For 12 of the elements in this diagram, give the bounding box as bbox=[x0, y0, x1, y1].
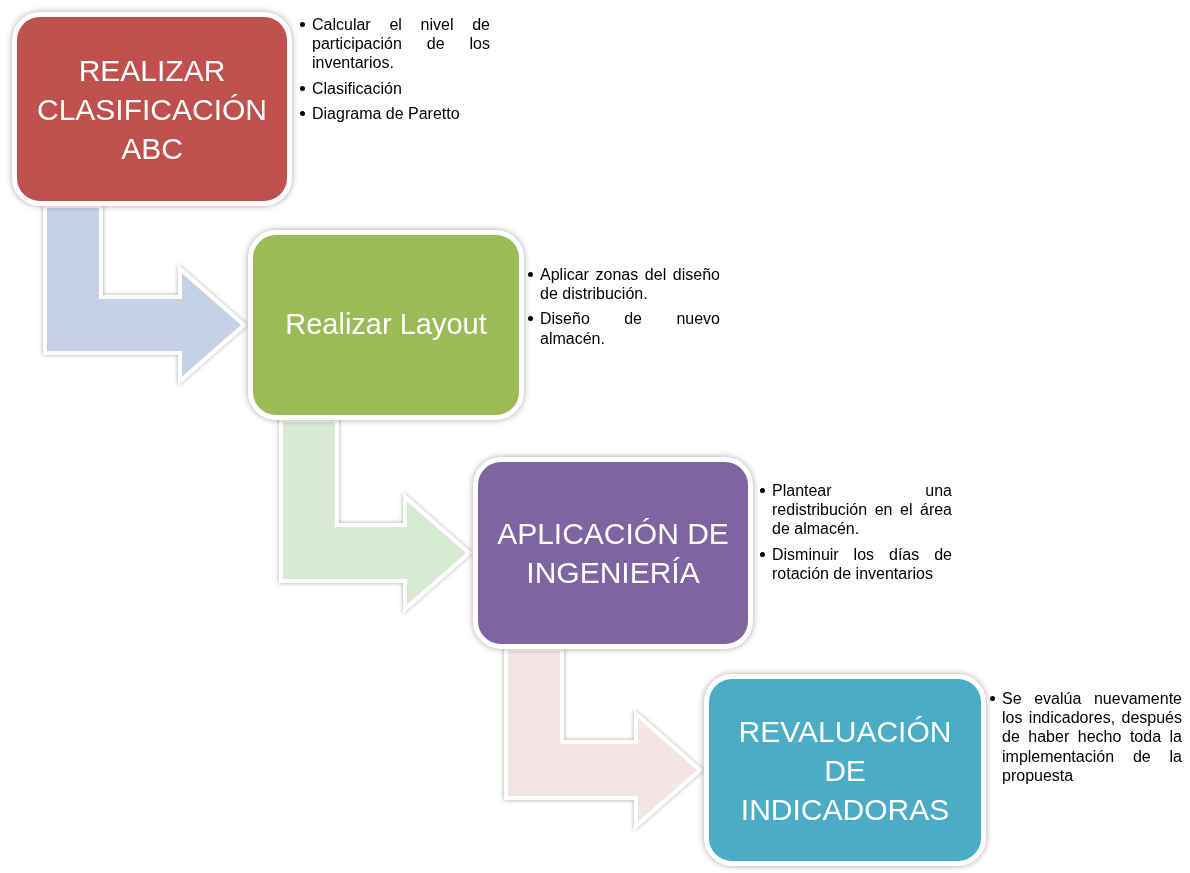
bullet-text: Diseño de nuevo almacén. bbox=[540, 309, 720, 348]
bullet-text: Calcular el nivel de participación de los inventarios. bbox=[312, 15, 490, 73]
bullet-text: Diagrama de Paretto bbox=[312, 103, 461, 123]
bullet-text: Aplicar zonas del diseño de distribución. bbox=[540, 265, 720, 304]
bullet-text: Clasificación bbox=[312, 78, 403, 98]
bullet-text: Disminuir los días de rotación de inventarios bbox=[772, 544, 952, 583]
box-title: APLICACIÓN DE INGENIERÍA bbox=[496, 516, 730, 591]
bullet-text: Plantear una redistribución en el área de almacén. bbox=[772, 481, 952, 539]
box-title: REVALUACIÓN DE INDICADORAS bbox=[737, 713, 953, 828]
box-title: Realizar Layout bbox=[285, 307, 487, 343]
bullet-text: Se evalúa nuevamente los indicadores, después de haber hecho toda la implementación de la propuesta bbox=[1002, 689, 1182, 785]
box-title: REALIZAR CLASIFICACIÓN ABC bbox=[35, 52, 268, 167]
